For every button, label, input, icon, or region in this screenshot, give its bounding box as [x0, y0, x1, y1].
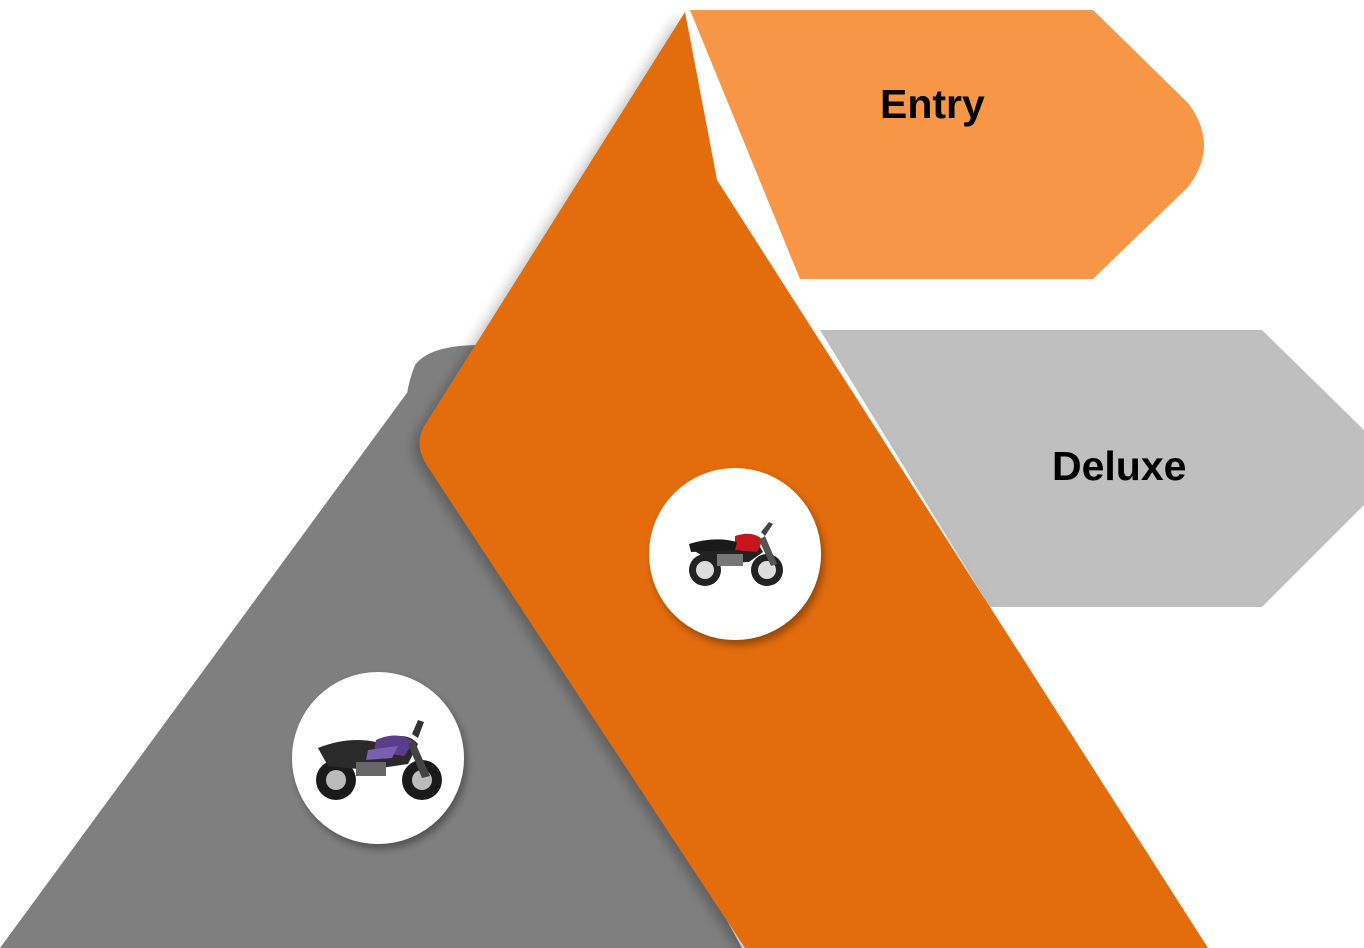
deluxe-icon-badge [292, 672, 464, 844]
entry-band [419, 12, 1208, 948]
purple-motorcycle-icon [316, 720, 442, 800]
deluxe-label: Deluxe [1052, 443, 1187, 489]
deluxe-tab [820, 330, 1364, 607]
entry-tab [690, 10, 1204, 279]
deluxe-band [0, 350, 742, 948]
entry-label: Entry [880, 81, 985, 127]
red-motorcycle-icon [689, 522, 783, 586]
entry-icon-badge [649, 468, 821, 640]
